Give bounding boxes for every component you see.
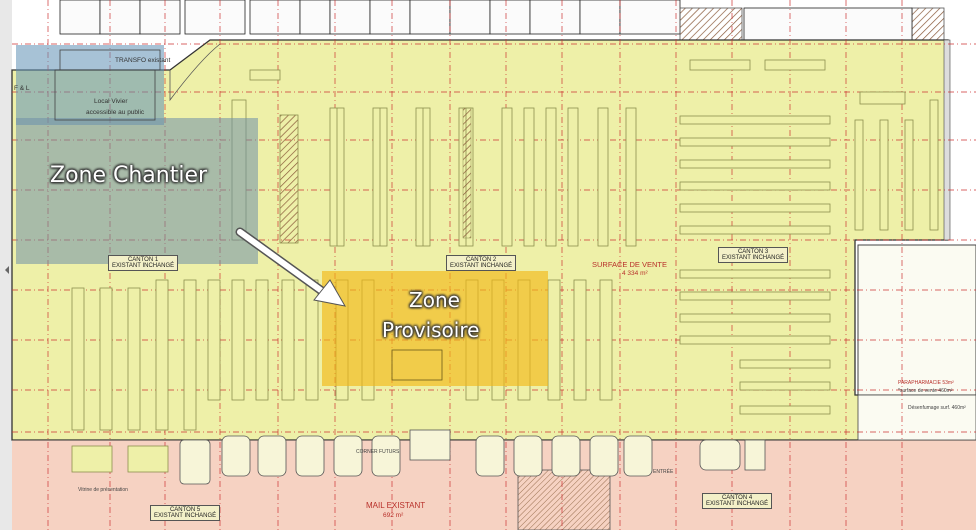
local-vivier-label: Local Vivier bbox=[94, 98, 128, 105]
mail-area: 692 m² bbox=[383, 512, 404, 519]
parapharmacie-label: PARAPHARMACIE 53m² bbox=[898, 380, 954, 386]
canton2-sub: EXISTANT INCHANGÉ bbox=[450, 263, 513, 269]
canton2-title: CANTON 2 bbox=[465, 257, 497, 263]
fl-label: F & L bbox=[14, 85, 30, 92]
surface-vente-area: 4 334 m² bbox=[622, 270, 648, 277]
zone-provisoire-title-line2: Provisoire bbox=[382, 318, 480, 342]
canton2-box: CANTON 2 EXISTANT INCHANGÉ bbox=[446, 255, 517, 271]
surface-vente-para: *surface de vente 460m² bbox=[898, 388, 953, 394]
transfo-label: TRANSFO existant bbox=[115, 57, 171, 64]
scroll-arrow-icon bbox=[5, 266, 9, 274]
top-rooms bbox=[59, 0, 681, 35]
mail-label: MAIL EXISTANT bbox=[366, 501, 426, 510]
canton3-box: CANTON 3 EXISTANT INCHANGÉ bbox=[718, 247, 789, 263]
canton4-title: CANTON 4 bbox=[721, 495, 753, 501]
hatched-mall-section bbox=[517, 469, 611, 530]
hatched-wall-top-right bbox=[911, 7, 945, 45]
left-gutter bbox=[0, 0, 12, 530]
corner-label: CORNER FUTURS bbox=[356, 449, 400, 455]
zone-provisoire-title-1: Zone bbox=[409, 288, 460, 312]
canton1-sub: EXISTANT INCHANGÉ bbox=[112, 263, 175, 269]
canton3-sub: EXISTANT INCHANGÉ bbox=[722, 255, 785, 261]
canton3-title: CANTON 3 bbox=[737, 249, 769, 255]
entree-label: ENTRÉE bbox=[653, 469, 674, 475]
provisoire-counter bbox=[391, 349, 443, 381]
zone-chantier-top bbox=[16, 45, 164, 125]
desenfumage-label: Désenfumage surf. 460m² bbox=[908, 405, 966, 411]
zone-chantier-area bbox=[16, 118, 258, 264]
zone-chantier-title: Zone Chantier bbox=[50, 163, 208, 188]
presentation-label: Vitrine de présentation bbox=[78, 487, 128, 493]
canton5-sub: EXISTANT INCHANGÉ bbox=[154, 513, 217, 519]
arrow-icon bbox=[235, 227, 346, 307]
canton1-title: CANTON 1 bbox=[127, 257, 159, 263]
surface-vente-label: SURFACE DE VENTE bbox=[592, 260, 668, 269]
accessible-label: accessible au public bbox=[86, 109, 145, 116]
canton4-box: CANTON 4 EXISTANT INCHANGÉ bbox=[702, 493, 773, 509]
curved-wall bbox=[169, 43, 221, 102]
hatched-wall-top bbox=[679, 7, 743, 45]
zone-provisoire-area bbox=[322, 271, 548, 386]
canton5-box: CANTON 5 EXISTANT INCHANGÉ bbox=[150, 505, 221, 521]
canton4-sub: EXISTANT INCHANGÉ bbox=[706, 501, 769, 507]
parapharmacie-area bbox=[857, 244, 976, 396]
shelves-right bbox=[249, 59, 939, 415]
checkouts bbox=[179, 429, 766, 485]
canton1-box: CANTON 1 EXISTANT INCHANGÉ bbox=[108, 255, 179, 271]
canton5-title: CANTON 5 bbox=[169, 507, 201, 513]
